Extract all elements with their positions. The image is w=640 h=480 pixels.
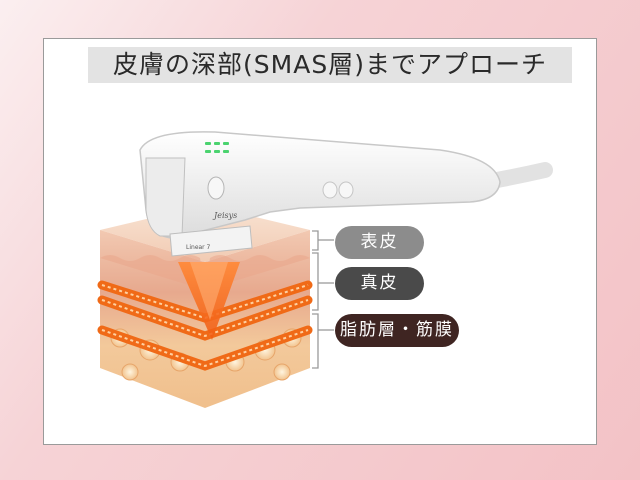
dermis-texture-left (100, 255, 205, 290)
title-band (88, 47, 572, 83)
device-body (139, 131, 501, 239)
indicator-light (223, 142, 229, 145)
indicator-light (214, 142, 220, 145)
bracket-fat-fascia (312, 313, 319, 369)
fat-cell (273, 363, 291, 381)
layer-label-fat-fascia: 脂肪層・筋膜 (335, 314, 459, 347)
indicator-light (214, 150, 220, 153)
energy-line-2-highlight (101, 299, 309, 338)
page-title: 皮膚の深部(SMAS層)までアプローチ (113, 50, 547, 79)
bracket-epidermis (312, 230, 319, 251)
handpiece-device: Jeisys Linear 7 (139, 131, 553, 257)
fat-cell (121, 363, 139, 381)
energy-line-3-highlight (101, 329, 309, 368)
bracket-group (312, 230, 334, 369)
indicator-light (205, 150, 211, 153)
cartridge-label: Linear 7 (186, 244, 211, 251)
indicator-light (223, 150, 229, 153)
layer-label-epidermis: 表皮 (335, 226, 424, 259)
device-logo: Jeisys (212, 211, 237, 220)
skin-cross-section (97, 205, 313, 408)
bracket-dermis (312, 252, 319, 311)
device-grip-button (338, 181, 354, 199)
energy-beam-core (190, 262, 228, 320)
device-side-button (207, 176, 225, 200)
layer-label-dermis: 真皮 (335, 267, 424, 300)
indicator-light (205, 142, 211, 145)
device-head (145, 157, 186, 237)
device-grip-button (322, 181, 338, 199)
device-cartridge (169, 225, 253, 257)
